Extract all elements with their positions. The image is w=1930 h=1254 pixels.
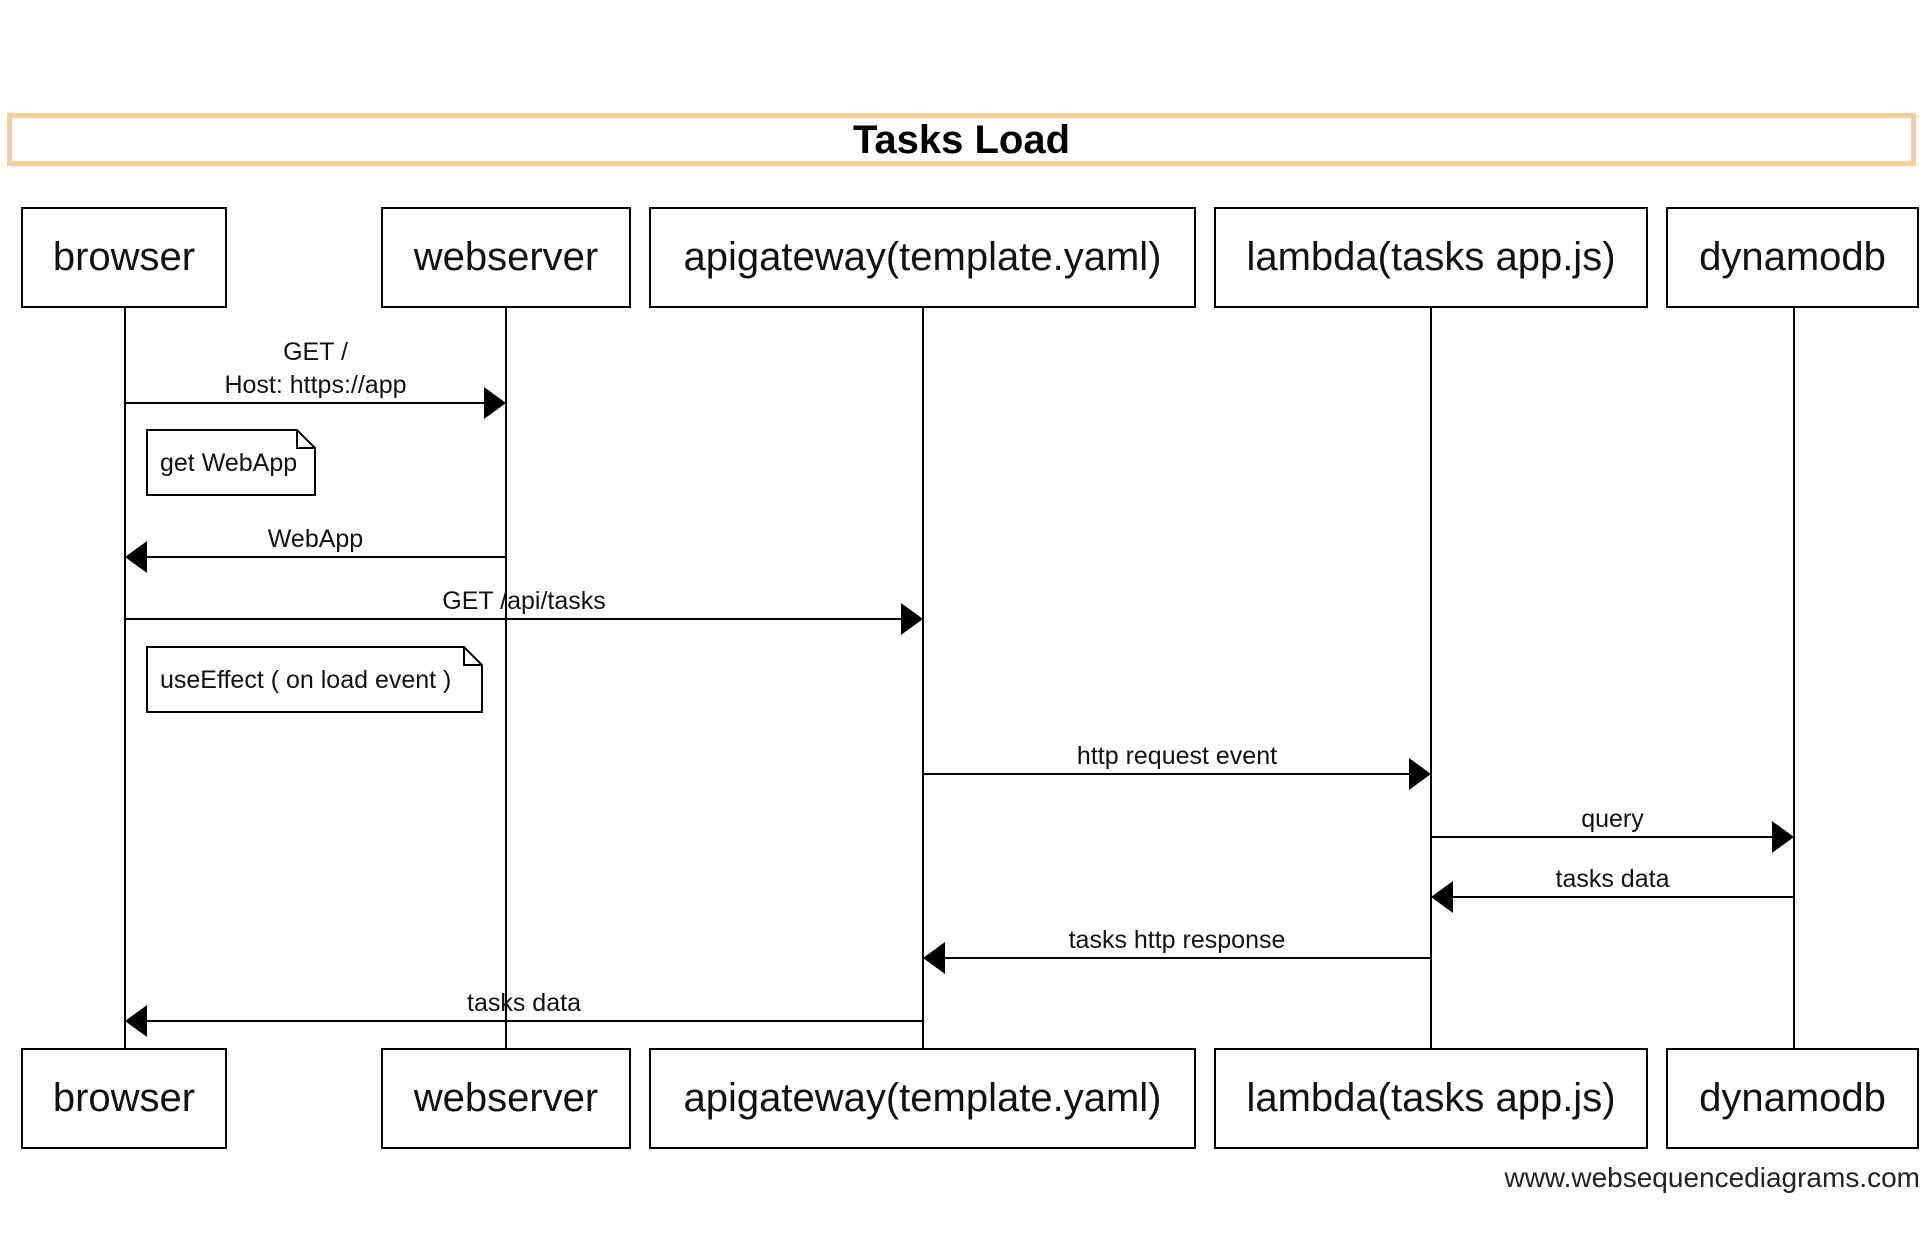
participant-box-lambda-bottom — [1214, 1048, 1648, 1149]
watermark: www.websequencediagrams.com — [1504, 1162, 1920, 1193]
message-label-3: GET /api/tasks — [442, 587, 606, 615]
message-label-7: tasks http response — [1069, 926, 1286, 954]
participant-box-browser-top — [21, 207, 227, 308]
participant-label-browser-bottom: browser — [53, 1076, 195, 1120]
message-label-8: tasks data — [467, 989, 581, 1017]
message-label-4: http request event — [1077, 742, 1277, 770]
participant-label-browser-top: browser — [53, 235, 195, 279]
participant-label-lambda-top: lambda(tasks app.js) — [1246, 235, 1615, 279]
arrowhead-7 — [923, 942, 945, 974]
message-label-6: tasks data — [1556, 865, 1670, 893]
participant-label-webserver-top: webserver — [413, 235, 599, 279]
participant-label-apigateway-bottom: apigateway(template.yaml) — [684, 1076, 1162, 1120]
note-fold-1 — [296, 430, 315, 449]
arrowhead-5 — [1772, 821, 1794, 853]
arrowhead-3 — [901, 603, 923, 635]
message-label-1-1: GET / — [283, 338, 348, 366]
diagram-title: Tasks Load — [852, 117, 1071, 162]
message-label-2: WebApp — [268, 525, 363, 553]
participant-label-dynamodb-bottom: dynamodb — [1699, 1076, 1886, 1120]
participant-label-webserver-bottom: webserver — [413, 1076, 599, 1120]
participant-label-dynamodb-top: dynamodb — [1699, 235, 1886, 279]
participant-box-webserver-top — [381, 207, 631, 308]
arrowhead-2 — [125, 541, 147, 573]
participant-box-dynamodb-top — [1666, 207, 1919, 308]
message-label-1-2: Host: https://app — [224, 371, 406, 399]
note-box-2 — [146, 646, 483, 713]
participant-box-lambda-top — [1214, 207, 1648, 308]
participant-box-browser-bottom — [21, 1048, 227, 1149]
note-fold-2 — [463, 647, 482, 666]
note-label-2: useEffect ( on load event ) — [160, 666, 451, 694]
diagram-title-frame: Tasks Load — [7, 113, 1916, 166]
participant-label-apigateway-top: apigateway(template.yaml) — [684, 235, 1162, 279]
arrowhead-4 — [1409, 758, 1431, 790]
participant-box-dynamodb-bottom — [1666, 1048, 1919, 1149]
participant-box-apigateway-bottom — [649, 1048, 1196, 1149]
participant-label-lambda-bottom: lambda(tasks app.js) — [1246, 1076, 1615, 1120]
arrowhead-8 — [125, 1005, 147, 1037]
message-label-5: query — [1581, 805, 1644, 833]
participant-box-webserver-bottom — [381, 1048, 631, 1149]
note-label-1: get WebApp — [160, 449, 297, 477]
arrowhead-6 — [1431, 881, 1453, 913]
note-box-1 — [146, 429, 316, 496]
participant-box-apigateway-top — [649, 207, 1196, 308]
arrowhead-1 — [484, 387, 506, 419]
